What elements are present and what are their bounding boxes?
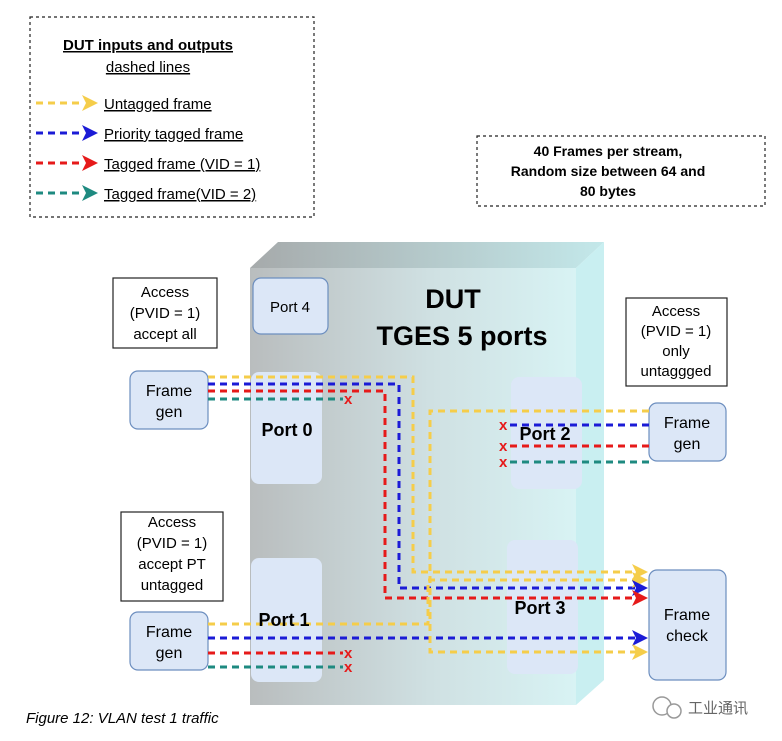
legend-priority-label: Priority tagged frame [104, 126, 243, 143]
frame-gen-port1-line2: gen [156, 645, 183, 662]
access-port0-line3: accept all [133, 326, 196, 343]
legend-vid2-label: Tagged frame(VID = 2) [104, 186, 256, 203]
frame-gen-port1: Frame gen [129, 611, 209, 671]
dut-title: DUT [425, 284, 481, 314]
wechat-icon [666, 703, 682, 719]
arrowhead-icon [632, 630, 648, 646]
legend-box [29, 16, 315, 218]
legend-vid1-arrow [82, 155, 98, 171]
drop-mark-icon: x [499, 438, 508, 455]
drop-mark-icon: x [344, 391, 353, 408]
port-2-label: Port 2 [519, 424, 570, 444]
access-port0-line2: (PVID = 1) [130, 305, 200, 322]
access-port2-line3: only [662, 343, 690, 360]
path-port2-untagged [428, 409, 649, 654]
port-4-label: Port 4 [270, 299, 310, 316]
arrowhead-icon [632, 644, 648, 660]
legend-vid1-label: Tagged frame (VID = 1) [104, 156, 260, 173]
frame-check-line1: Frame [664, 607, 710, 624]
path-port1-untagged [208, 578, 636, 626]
access-port2: Access (PVID = 1) only untaggged [625, 297, 728, 387]
frame-gen-port2-line1: Frame [664, 415, 710, 432]
frame-check-box [648, 569, 727, 681]
frames-note: 40 Frames per stream, Random size betwee… [476, 135, 766, 207]
note-line-3: 80 bytes [580, 183, 636, 199]
watermark: 工业通讯 [652, 696, 748, 719]
access-port1: Access (PVID = 1) accept PT untagged [120, 511, 224, 602]
frame-gen-port1-box [129, 611, 209, 671]
frame-gen-port1-line1: Frame [146, 624, 192, 641]
frame-gen-port0-line2: gen [156, 404, 183, 421]
access-port2-line2: (PVID = 1) [641, 323, 711, 340]
access-port2-line4: untaggged [641, 363, 712, 380]
port-0-label: Port 0 [261, 420, 312, 440]
dut-top-face [250, 242, 604, 268]
access-port1-line4: untagged [141, 577, 204, 594]
path-port0-untagged [208, 375, 636, 574]
port-3-box [507, 540, 578, 674]
legend-subtitle: dashed lines [106, 59, 190, 76]
note-box [476, 135, 766, 207]
access-port0: Access (PVID = 1) accept all [112, 277, 218, 349]
access-port1-line2: (PVID = 1) [137, 535, 207, 552]
access-port2-box [625, 297, 728, 387]
frame-check-line2: check [666, 628, 709, 645]
frame-gen-port0: Frame gen [129, 370, 209, 430]
drop-mark-icon: x [344, 645, 353, 662]
note-line-1: 40 Frames per stream, [534, 143, 683, 159]
dut-subtitle: TGES 5 ports [376, 321, 547, 351]
traffic-paths [208, 375, 649, 669]
figure-caption: Figure 12: VLAN test 1 traffic [26, 710, 219, 727]
drop-mark-icon: x [499, 454, 508, 471]
drop-mark-icon: x [499, 417, 508, 434]
legend-untagged-arrow [82, 95, 98, 111]
access-port1-line3: accept PT [138, 556, 206, 573]
access-port0-box [112, 277, 218, 349]
legend-priority-arrow [82, 125, 98, 141]
frame-gen-port2-line2: gen [674, 436, 701, 453]
access-port1-box [120, 511, 224, 602]
access-port0-line1: Access [141, 284, 189, 301]
frame-gen-port0-line1: Frame [146, 383, 192, 400]
port-4-box [252, 277, 329, 335]
path-port0-priority [208, 382, 636, 590]
path-port0-vid1 [208, 389, 636, 600]
frame-gen-port2-box [648, 402, 727, 462]
arrowhead-icon [632, 590, 648, 606]
legend-title: DUT inputs and outputs [63, 37, 233, 54]
port-1-label: Port 1 [258, 610, 309, 630]
legend: DUT inputs and outputs dashed lines Unta… [29, 16, 315, 218]
access-port2-line1: Access [652, 303, 700, 320]
port-4: Port 4 [252, 277, 329, 335]
drop-marks: x x x x x x [344, 391, 508, 676]
access-port1-line1: Access [148, 514, 196, 531]
port-1-box [251, 558, 322, 682]
frame-gen-port2: Frame gen [648, 402, 727, 462]
watermark-text: 工业通讯 [688, 700, 748, 717]
legend-untagged-label: Untagged frame [104, 96, 212, 113]
legend-vid2-arrow [82, 185, 98, 201]
frame-check: Frame check [648, 569, 727, 681]
arrowheads [632, 564, 648, 660]
note-line-2: Random size between 64 and [511, 163, 706, 179]
port-3-label: Port 3 [514, 598, 565, 618]
drop-mark-icon: x [344, 659, 353, 676]
